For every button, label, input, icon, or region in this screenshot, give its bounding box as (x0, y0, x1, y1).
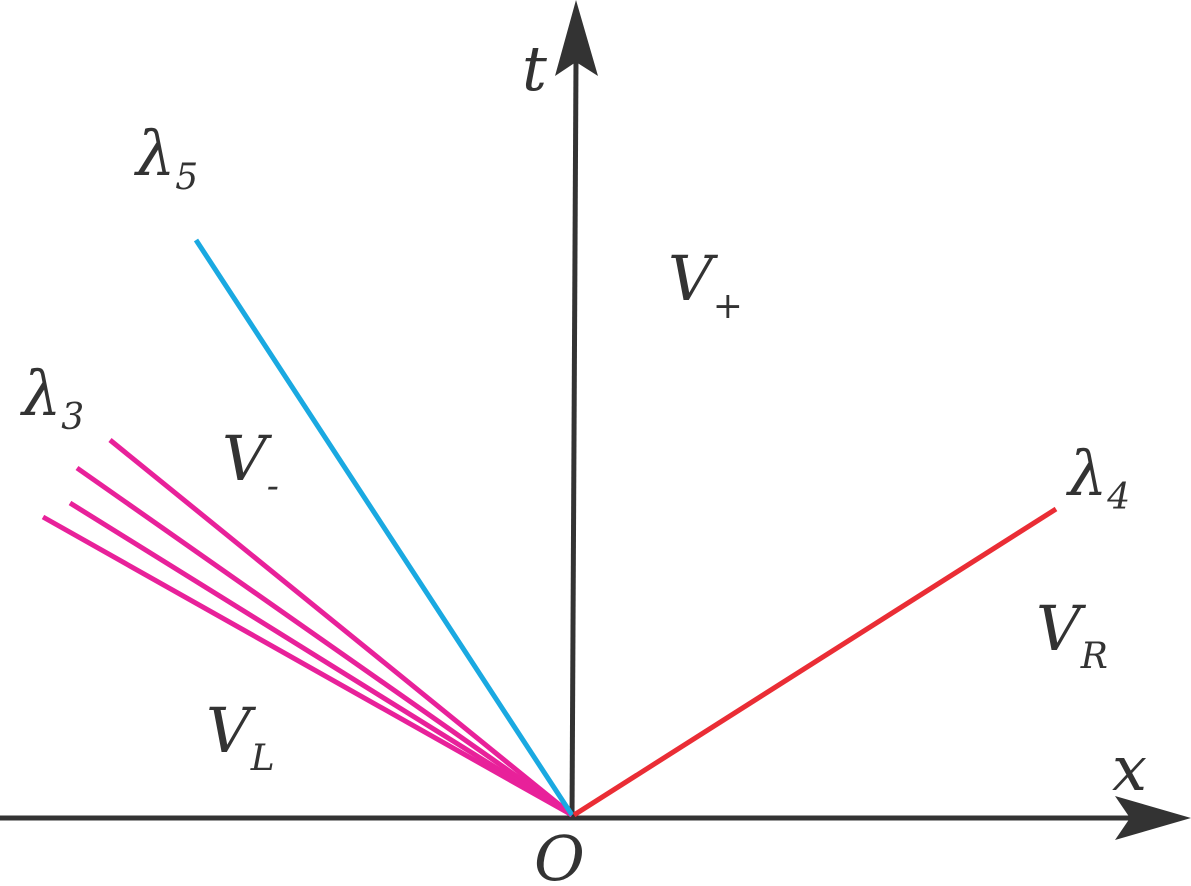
v-right-label: VR (1036, 592, 1108, 677)
v-minus-label: V- (222, 422, 279, 507)
lambda5-label: λ5 (133, 117, 198, 198)
t-axis (569, 59, 579, 819)
t-axis-arrowhead (555, 0, 598, 76)
fan-line (108, 438, 574, 817)
v-plus-label: V+ (668, 242, 743, 327)
fan-line (68, 500, 574, 818)
lambda5-wave (193, 238, 575, 817)
lambda3-label: λ3 (19, 357, 84, 438)
lambda4-wave (572, 506, 1058, 818)
origin-label: O (534, 822, 585, 886)
x-axis-arrowhead (1115, 796, 1191, 840)
lambda4-label: λ4 (1065, 437, 1130, 518)
v-left-label: VL (206, 694, 275, 779)
fan-line (75, 465, 574, 818)
fan-line (41, 514, 574, 818)
x-axis-label: x (1112, 732, 1147, 805)
t-axis-label: t (522, 32, 547, 105)
lambda3-fan (41, 438, 574, 818)
